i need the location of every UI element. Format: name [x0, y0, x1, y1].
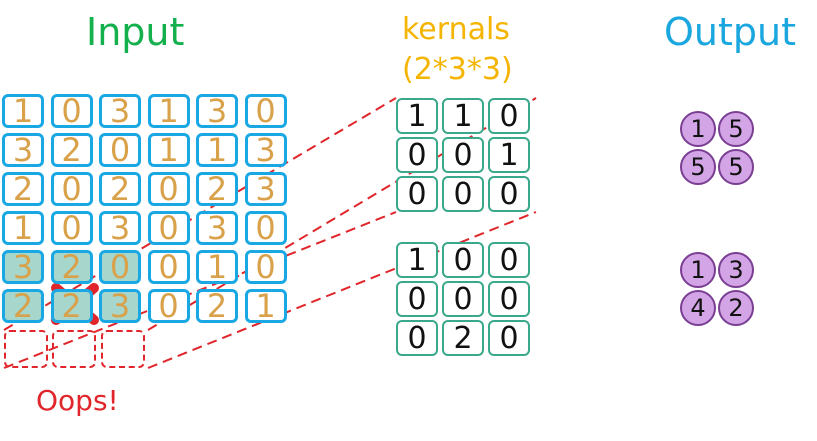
- input-cell-r2-c0: 2: [2, 170, 44, 208]
- kernel1-cell-r0-c2: 0: [488, 98, 530, 134]
- input-cell-r0-c2: 3: [99, 92, 141, 130]
- input-cell-r4-c0: 3: [2, 248, 44, 286]
- output1-value-2: 5: [680, 149, 716, 185]
- input-cell-r3-c4: 3: [196, 209, 238, 247]
- output2-value-1: 3: [718, 252, 754, 288]
- kernel2-cell-r1-c2: 0: [488, 281, 530, 317]
- kernel2-cell-r2-c2: 0: [488, 320, 530, 356]
- input-cell-r0-c1: 0: [50, 92, 93, 130]
- input-cell-r2-c2: 2: [99, 170, 141, 208]
- kernels-title: kernals: [402, 12, 510, 47]
- kernel1-cell-r2-c2: 0: [488, 176, 530, 212]
- input-cell-r1-c0: 3: [2, 131, 44, 169]
- ghost-cell-1: [4, 330, 48, 368]
- kernel1-cell-r1-c0: 0: [396, 137, 438, 173]
- kernel2-cell-r1-c1: 0: [442, 281, 484, 317]
- input-cell-r0-c3: 1: [147, 92, 190, 130]
- output1-value-0: 1: [680, 111, 716, 147]
- input-cell-r0-c5: 0: [244, 92, 287, 130]
- input-cell-r1-c3: 1: [147, 131, 190, 169]
- input-cell-r4-c4: 1: [196, 248, 238, 286]
- kernel2-cell-r2-c0: 0: [396, 320, 438, 356]
- input-cell-r2-c4: 2: [196, 170, 238, 208]
- input-title: Input: [86, 10, 185, 54]
- input-cell-r0-c0: 1: [2, 92, 44, 130]
- kernel2-cell-r0-c2: 0: [488, 242, 530, 278]
- input-cell-r4-c5: 0: [244, 248, 287, 286]
- kernel2-cell-r1-c0: 0: [396, 281, 438, 317]
- kernels-shape-label: (2*3*3): [402, 52, 513, 87]
- input-cell-r4-c1: 2: [50, 248, 93, 286]
- kernel1-cell-r2-c0: 0: [396, 176, 438, 212]
- input-cell-r1-c2: 0: [99, 131, 141, 169]
- input-cell-r5-c2: 3: [99, 287, 141, 325]
- output2-value-3: 2: [718, 290, 754, 326]
- output-title: Output: [664, 10, 796, 54]
- kernel2-cell-r0-c0: 1: [396, 242, 438, 278]
- output1-value-1: 5: [718, 111, 754, 147]
- output2-value-2: 4: [680, 290, 716, 326]
- kernel1-cell-r0-c0: 1: [396, 98, 438, 134]
- input-cell-r3-c0: 1: [2, 209, 44, 247]
- output2-value-0: 1: [680, 252, 716, 288]
- output1-value-3: 5: [718, 149, 754, 185]
- kernel1-cell-r0-c1: 1: [442, 98, 484, 134]
- ghost-cell-3: [101, 330, 145, 368]
- kernel2-cell-r0-c1: 0: [442, 242, 484, 278]
- input-cell-r4-c3: 0: [147, 248, 190, 286]
- input-cell-r5-c5: 1: [244, 287, 287, 325]
- input-cell-r1-c4: 1: [196, 131, 238, 169]
- input-cell-r5-c0: 2: [2, 287, 44, 325]
- input-cell-r0-c4: 3: [196, 92, 238, 130]
- input-cell-r3-c5: 0: [244, 209, 287, 247]
- input-cell-r2-c3: 0: [147, 170, 190, 208]
- input-cell-r4-c2: 0: [99, 248, 141, 286]
- input-cell-r2-c1: 0: [50, 170, 93, 208]
- kernel1-cell-r2-c1: 0: [442, 176, 484, 212]
- input-cell-r1-c1: 2: [50, 131, 93, 169]
- input-cell-r3-c2: 3: [99, 209, 141, 247]
- input-cell-r5-c3: 0: [147, 287, 190, 325]
- input-cell-r5-c1: 2: [50, 287, 93, 325]
- oops-label: Oops!: [36, 384, 119, 417]
- kernel1-cell-r1-c1: 0: [442, 137, 484, 173]
- input-cell-r5-c4: 2: [196, 287, 238, 325]
- input-cell-r2-c5: 3: [244, 170, 287, 208]
- input-cell-r1-c5: 3: [244, 131, 287, 169]
- kernel1-cell-r1-c2: 1: [488, 137, 530, 173]
- input-cell-r3-c3: 0: [147, 209, 190, 247]
- kernel2-cell-r2-c1: 2: [442, 320, 484, 356]
- input-cell-r3-c1: 0: [50, 209, 93, 247]
